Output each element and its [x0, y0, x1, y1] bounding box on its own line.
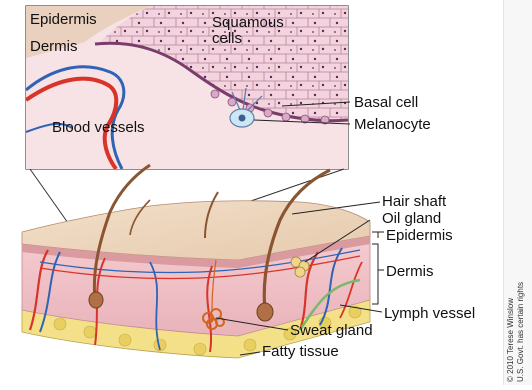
label-squamous-cells-line2: cells: [212, 31, 242, 47]
label-hair-shaft: Hair shaft: [382, 194, 446, 210]
label-melanocyte: Melanocyte: [354, 117, 431, 133]
label-epidermis-side: Epidermis: [386, 228, 453, 244]
label-dermis-inset: Dermis: [30, 39, 78, 55]
label-sweat-gland: Sweat gland: [290, 323, 373, 339]
label-squamous-cells-line1: Squamous: [212, 15, 284, 31]
credit-line-1: © 2010 Terese Winslow: [506, 298, 515, 382]
label-blood-vessels: Blood vessels: [52, 120, 145, 136]
label-dermis-side: Dermis: [386, 264, 434, 280]
label-oil-gland: Oil gland: [382, 211, 441, 227]
label-basal-cell: Basal cell: [354, 95, 418, 111]
credit-line-2: U.S. Govt. has certain rights: [516, 282, 525, 382]
inset-panel: [26, 6, 348, 169]
label-fatty-tissue: Fatty tissue: [262, 344, 339, 360]
label-epidermis-inset: Epidermis: [30, 12, 97, 28]
label-lymph-vessel: Lymph vessel: [384, 306, 475, 322]
